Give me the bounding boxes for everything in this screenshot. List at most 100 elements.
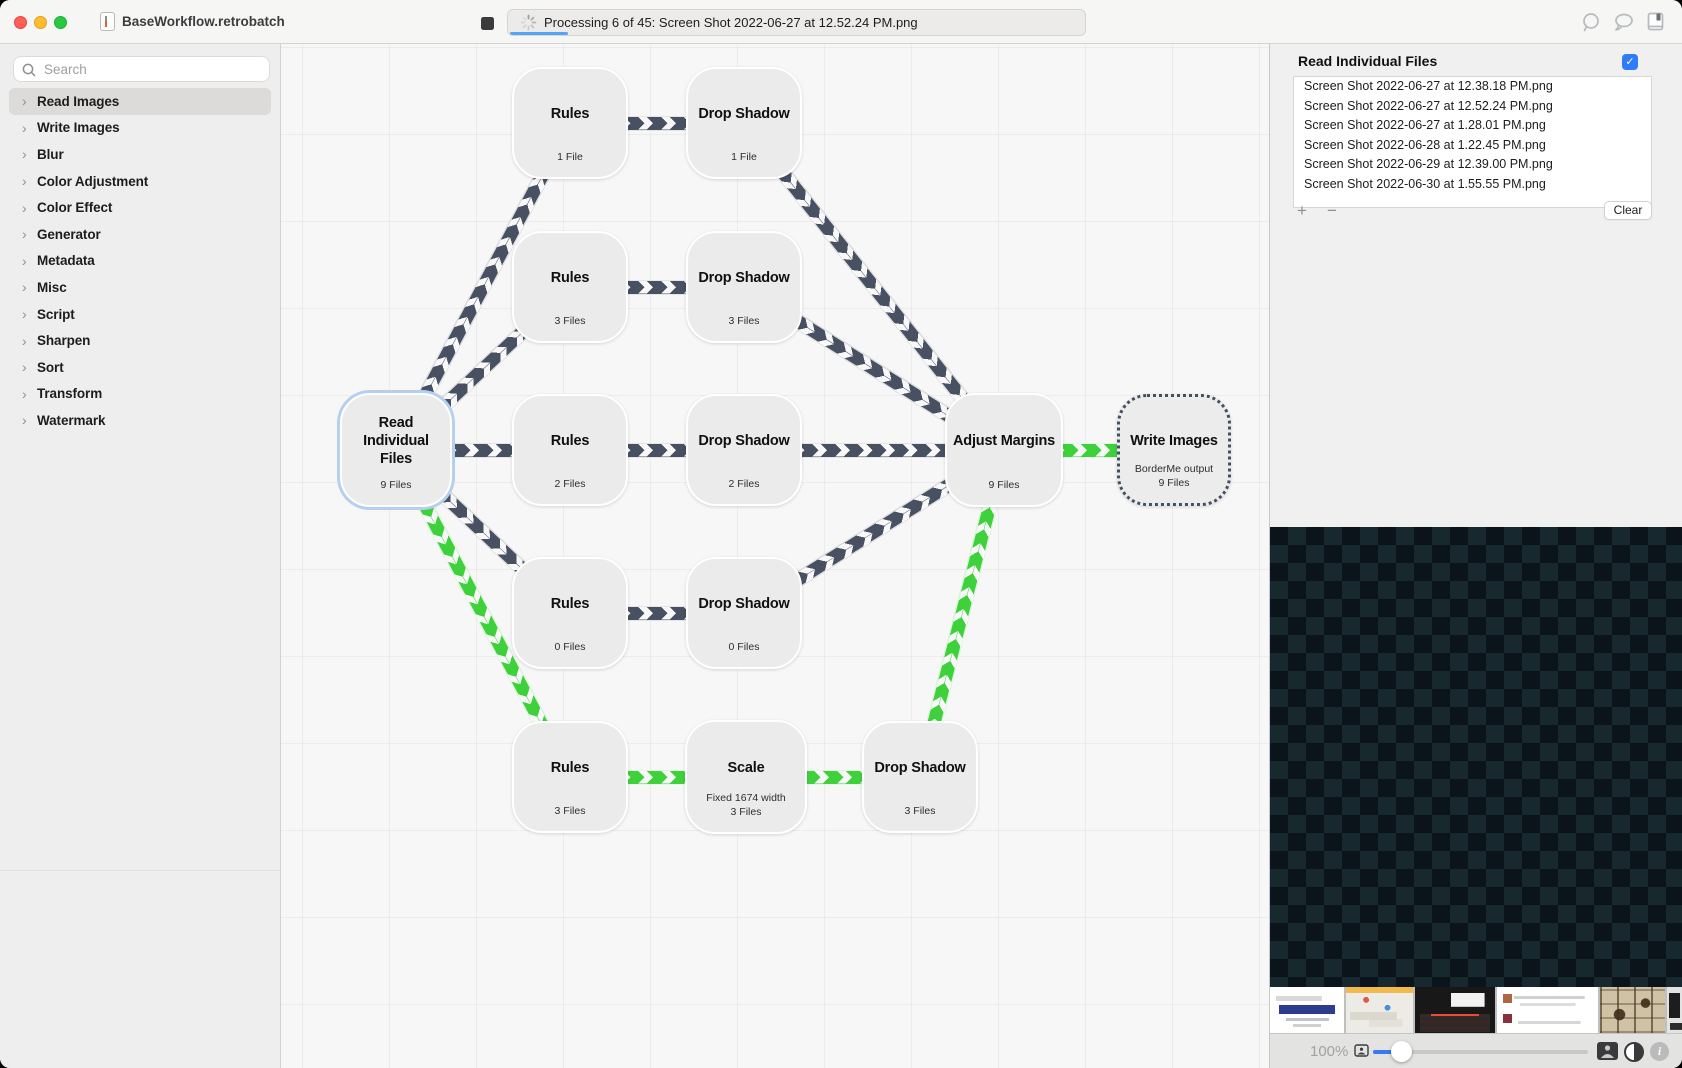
disclosure-chevron-icon[interactable]: › (22, 385, 27, 402)
file-list-item[interactable]: Screen Shot 2022-06-27 at 12.38.18 PM.pn… (1304, 79, 1553, 93)
preview-thumbnail-comic-sepia[interactable] (1600, 987, 1665, 1033)
documentation-book-icon[interactable] (1645, 10, 1666, 34)
sidebar-item-script[interactable]: ›Script (9, 301, 271, 328)
clear-button[interactable]: Clear (1604, 201, 1652, 220)
document-proxy-icon[interactable] (100, 12, 115, 31)
close-window-button[interactable] (14, 16, 27, 29)
node-subtext: BorderMe output (1134, 462, 1214, 475)
sidebar-item-watermark[interactable]: › Watermark (9, 407, 271, 434)
node-subtext: 9 Files (988, 478, 1020, 491)
sidebar-item-color-adjustment[interactable]: › Color Adjustment (9, 168, 271, 195)
progress-indicator: Processing 6 of 45: Screen Shot 2022-06-… (507, 9, 1086, 36)
file-list-item[interactable]: Screen Shot 2022-06-27 at 1.28.01 PM.png (1304, 118, 1546, 133)
preview-thumbnail-comic-bw[interactable] (1667, 987, 1682, 1033)
sidebar-item-metadata[interactable]: ›Metadata (9, 248, 271, 275)
sidebar-item-misc[interactable]: ›Misc (9, 274, 271, 301)
sidebar-item-sort[interactable]: ›Sort (9, 354, 271, 381)
node-title: Rules (550, 269, 590, 286)
inspect-loupe-icon[interactable] (1580, 10, 1602, 34)
zoom-slider[interactable] (1373, 1041, 1588, 1062)
sidebar-item-blur[interactable]: › Blur (9, 141, 271, 168)
thumbnail-strip (1270, 987, 1682, 1033)
search-field[interactable] (13, 56, 270, 82)
disclosure-chevron-icon[interactable]: › (22, 332, 27, 349)
node-subtext: 9 Files (1158, 476, 1190, 489)
stop-processing-button[interactable] (481, 17, 494, 30)
sidebar-item-label: Watermark (37, 412, 106, 428)
node-subtext: 3 Files (904, 804, 936, 817)
node-title: Rules (550, 595, 590, 612)
node-title: Drop Shadow (874, 759, 966, 776)
node-subtext: 0 Files (554, 640, 586, 653)
preview-thumbnail-chat[interactable] (1497, 987, 1598, 1033)
disclosure-chevron-icon[interactable]: › (22, 252, 27, 269)
disclosure-chevron-icon[interactable]: › (22, 306, 27, 323)
connection-shadow3-to-adjust[interactable] (744, 442, 1004, 458)
file-list-item[interactable]: Screen Shot 2022-06-27 at 12.52.24 PM.pn… (1304, 98, 1553, 113)
zoom-slider-knob[interactable] (1391, 1041, 1413, 1062)
inspector-panel: Read Individual Files ✓ Screen Shot 2022… (1269, 44, 1682, 1068)
disclosure-chevron-icon[interactable]: › (22, 173, 27, 190)
preview-thumbnail-login[interactable] (1270, 987, 1344, 1033)
disclosure-chevron-icon[interactable]: › (22, 199, 27, 216)
minimize-window-button[interactable] (34, 16, 47, 29)
node-rules2[interactable]: Rules 3 Files (512, 231, 628, 343)
node-title: Drop Shadow (698, 595, 790, 612)
node-rules4[interactable]: Rules 0 Files (512, 557, 628, 669)
node-rules3[interactable]: Rules 2 Files (512, 394, 628, 506)
file-list-item[interactable]: Screen Shot 2022-06-30 at 1.55.55 PM.png (1304, 176, 1546, 191)
node-shadow4[interactable]: Drop Shadow 0 Files (686, 557, 802, 669)
show-image-button[interactable] (1596, 1041, 1619, 1061)
disclosure-chevron-icon[interactable]: › (22, 226, 27, 243)
node-shadow3[interactable]: Drop Shadow 2 Files (686, 394, 802, 506)
disclosure-chevron-icon[interactable]: › (22, 279, 27, 296)
node-subtexts: 2 Files (688, 477, 800, 491)
enabled-checkbox[interactable]: ✓ (1622, 54, 1638, 70)
node-subtext: 3 Files (554, 314, 586, 327)
sidebar-item-read-images[interactable]: ›Read Images (9, 88, 271, 115)
disclosure-chevron-icon[interactable]: › (22, 146, 27, 163)
node-shadow5[interactable]: Drop Shadow 3 Files (862, 721, 978, 833)
disclosure-chevron-icon[interactable]: › (22, 412, 27, 429)
sidebar-item-label: Transform (37, 386, 103, 402)
sidebar-item-sharpen[interactable]: ›Sharpen (9, 327, 271, 354)
file-list[interactable]: Screen Shot 2022-06-27 at 12.38.18 PM.pn… (1293, 76, 1652, 208)
file-list-item[interactable]: Screen Shot 2022-06-28 at 1.22.45 PM.png (1304, 137, 1546, 152)
node-title: Drop Shadow (698, 432, 790, 449)
sidebar-item-label: Color Adjustment (37, 173, 149, 189)
disclosure-chevron-icon[interactable]: › (22, 359, 27, 376)
feedback-bubble-icon[interactable] (1612, 10, 1635, 34)
sidebar-item-color-effect[interactable]: ›Color Effect (9, 194, 271, 221)
spinner-icon (520, 14, 537, 31)
node-title: Rules (550, 432, 590, 449)
remove-file-button[interactable]: − (1327, 199, 1337, 223)
node-subtext: 3 Files (554, 804, 586, 817)
node-subtexts: 9 Files (342, 478, 450, 492)
add-file-button[interactable]: + (1297, 199, 1307, 223)
sidebar-item-write-images[interactable]: ›Write Images (9, 115, 271, 142)
disclosure-chevron-icon[interactable]: › (22, 119, 27, 136)
preview-thumbnail-map[interactable] (1346, 987, 1413, 1033)
search-input[interactable] (42, 58, 262, 80)
file-list-item[interactable]: Screen Shot 2022-06-29 at 12.39.00 PM.pn… (1304, 157, 1553, 172)
sidebar-item-label: Blur (37, 146, 64, 162)
info-button[interactable]: i (1650, 1042, 1669, 1061)
sidebar-item-transform[interactable]: › Transform (9, 381, 271, 408)
sidebar-item-generator[interactable]: ›Generator (9, 221, 271, 248)
disclosure-chevron-icon[interactable]: › (22, 93, 27, 110)
contrast-toggle-button[interactable] (1623, 1041, 1645, 1063)
node-subtexts: 0 Files (688, 640, 800, 654)
zoom-window-button[interactable] (54, 16, 67, 29)
preview-thumbnail-editor[interactable] (1415, 987, 1495, 1033)
image-preview-canvas[interactable] (1270, 527, 1682, 987)
node-subtexts: 2 Files (514, 477, 626, 491)
